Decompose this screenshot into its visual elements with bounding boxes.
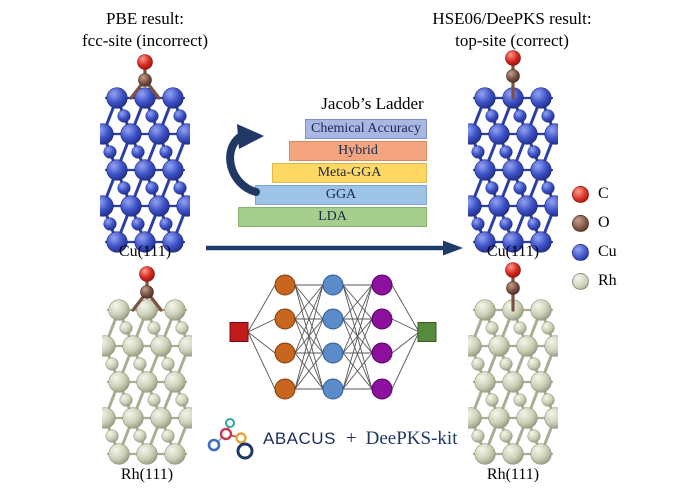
abacus-wordmark: ABACUS <box>263 429 336 448</box>
ladder-rung-label: LDA <box>318 209 347 224</box>
left-to-right-arrow-icon <box>206 240 463 256</box>
legend-label-cu: Cu <box>598 243 617 260</box>
copper-sphere-icon <box>572 243 589 261</box>
ladder-rung-lda: LDA <box>238 207 427 227</box>
jacobs-ladder-title: Jacob’s Ladder <box>321 94 424 113</box>
cu-slab-top-structure <box>460 50 566 267</box>
ladder-rung-chemical-accuracy: Chemical Accuracy <box>305 119 427 139</box>
ladder-rung-gga: GGA <box>255 185 427 205</box>
ladder-rung-label: Meta-GGA <box>317 165 382 180</box>
cu-right-label: Cu(111) <box>486 243 540 260</box>
legend-label-c: C <box>598 185 609 202</box>
left-result-title-line1: PBE result: <box>106 9 184 28</box>
cu-slab-fcc-structure <box>92 50 198 267</box>
rh-right-label: Rh(111) <box>486 466 540 483</box>
legend-label-rh: Rh <box>598 272 617 289</box>
deepks-kit-wordmark: DeePKS-kit <box>365 428 458 449</box>
rh-left-label: Rh(111) <box>120 466 174 483</box>
abacus-logo-icon <box>207 418 254 460</box>
legend-row-rh: Rh <box>572 272 617 290</box>
right-result-title-line2: top-site (correct) <box>455 31 569 51</box>
ladder-rung-label: Hybrid <box>338 143 378 158</box>
ladder-rung-hybrid: Hybrid <box>289 141 427 161</box>
rhodium-sphere-icon <box>572 272 589 290</box>
legend-row-cu: Cu <box>572 243 617 261</box>
right-result-title-line1: HSE06/DeePKS result: <box>432 9 592 28</box>
legend-row-o: O <box>572 214 617 232</box>
ladder-rung-label: Chemical Accuracy <box>310 121 421 136</box>
left-result-title: PBE result: fcc-site (incorrect) <box>45 8 245 53</box>
cu-left-label: Cu(111) <box>118 243 172 260</box>
ladder-rung-meta-gga: Meta-GGA <box>272 163 427 183</box>
legend-label-o: O <box>598 214 610 231</box>
software-footer: ABACUS + DeePKS-kit <box>203 414 457 464</box>
oxygen-sphere-icon <box>572 214 589 232</box>
legend-row-c: C <box>572 185 617 203</box>
curved-up-arrow-icon <box>226 124 264 196</box>
plus-sign: + <box>345 428 357 449</box>
element-legend: C O Cu Rh <box>572 185 617 290</box>
ladder-rung-label: GGA <box>325 187 357 202</box>
neural-network-diagram <box>222 268 442 409</box>
left-result-title-line2: fcc-site (incorrect) <box>82 31 208 51</box>
carbon-sphere-icon <box>572 185 589 203</box>
rh-slab-fcc-structure <box>94 262 200 479</box>
right-result-title: HSE06/DeePKS result: top-site (correct) <box>403 8 621 53</box>
rh-slab-top-structure <box>460 262 566 479</box>
